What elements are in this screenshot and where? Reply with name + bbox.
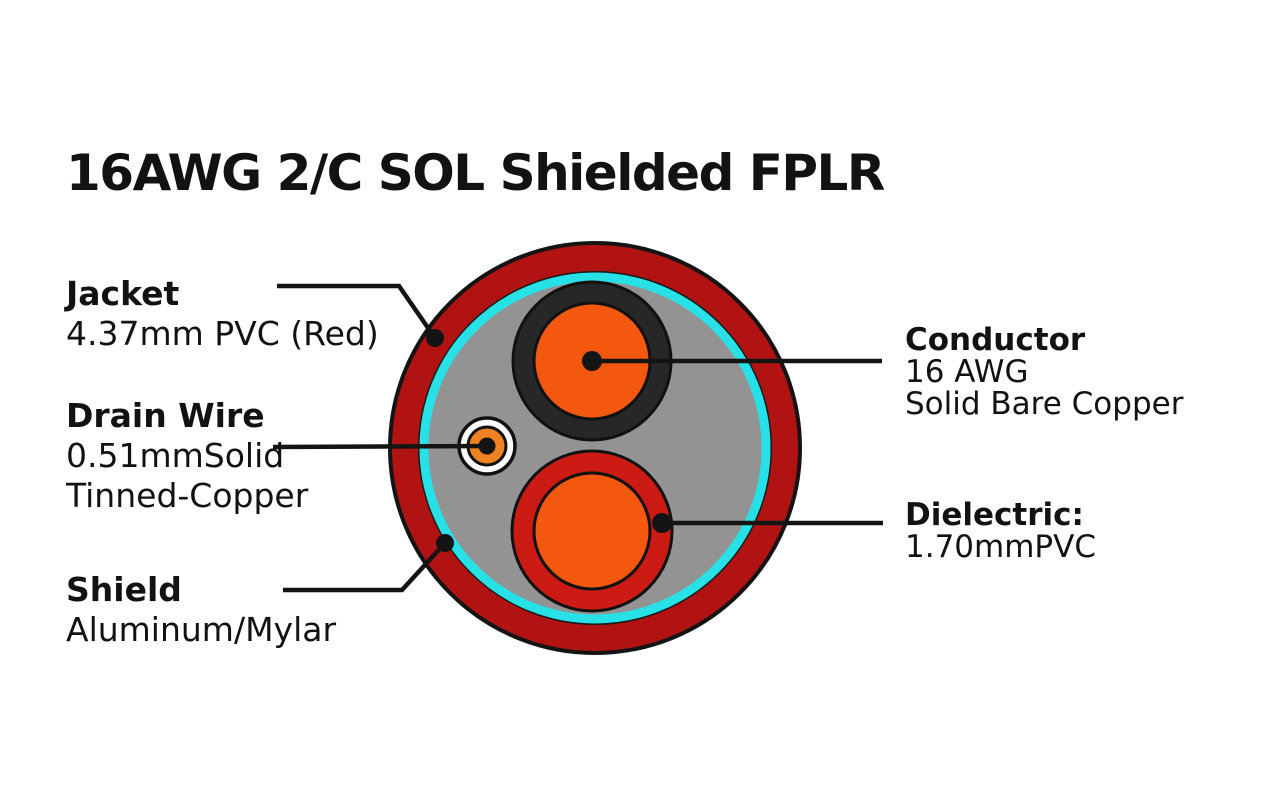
conductor-label-spec-2: Solid Bare Copper [905,386,1184,422]
drain-wire-leader-dot [478,437,496,455]
shield-leader-line [283,541,447,593]
jacket-leader-line [277,283,437,340]
jacket-label-spec: 4.37mm PVC (Red) [66,314,379,353]
shield-leader-dot [436,534,454,552]
drain-wire-leader-line [272,443,488,450]
shield-label-heading: Shield [66,570,182,609]
dielectric-label-spec: 1.70mmPVC [905,529,1096,565]
dielectric-label-heading: Dielectric: [905,497,1084,533]
drain-wire-label: Drain Wire 0.51mmSolid Tinned-Copper [66,396,308,516]
conductor-label-spec-1: 16 AWG [905,354,1029,390]
dielectric-label: Dielectric: 1.70mmPVC [905,499,1096,563]
dielectric-leader-dot [652,513,672,533]
conductor-label-heading: Conductor [905,322,1086,358]
drain-wire-label-spec-2: Tinned-Copper [66,476,309,515]
jacket-leader-dot [426,329,444,347]
jacket-label: Jacket 4.37mm PVC (Red) [66,274,379,354]
drain-wire-label-spec-1: 0.51mmSolid [66,436,285,475]
jacket-label-heading: Jacket [66,274,180,313]
drain-wire-label-heading: Drain Wire [66,396,265,435]
conductor-leader-dot [582,351,602,371]
conductor2-core [532,471,652,591]
shield-label: Shield Aluminum/Mylar [66,570,336,650]
conductor-label: Conductor 16 AWG Solid Bare Copper [905,324,1183,420]
shield-label-spec: Aluminum/Mylar [66,610,337,649]
page-title: 16AWG 2/C SOL Shielded FPLR [66,144,885,202]
